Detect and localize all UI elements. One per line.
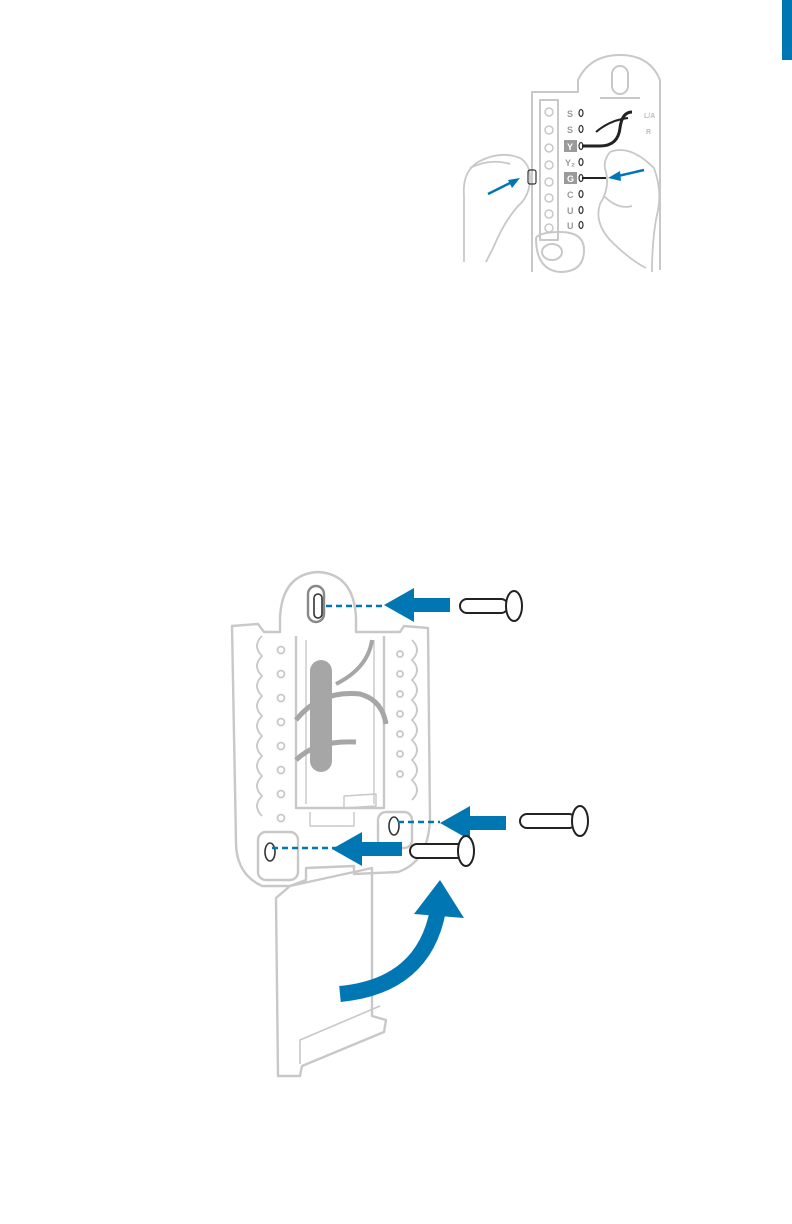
screw-icon	[520, 806, 588, 836]
terminal-label: S	[567, 109, 573, 119]
terminal-label: U	[567, 206, 574, 216]
wire	[582, 112, 632, 146]
hinged-cover	[276, 868, 386, 1076]
terminal-label: S	[567, 125, 573, 135]
arrow-left-icon	[440, 806, 506, 840]
wire-bundle	[296, 640, 386, 772]
terminal-screw-column	[545, 108, 553, 232]
terminal-label: C	[567, 190, 574, 200]
wiring-illustration: S S Y Y₂ G C U U L/A R	[0, 0, 792, 290]
terminal-label-right: R	[646, 129, 651, 136]
terminal-label: Y₂	[565, 158, 575, 168]
screw-icon	[410, 836, 474, 866]
mounting-illustration	[0, 540, 792, 1100]
right-hand	[598, 150, 659, 272]
arrow-left-icon	[384, 588, 450, 622]
terminal-label-right: L/A	[644, 113, 655, 120]
terminal-screw-column	[257, 636, 285, 822]
terminal-label: G	[567, 174, 574, 184]
arrow-left-icon	[332, 832, 402, 866]
arrow-right-icon	[488, 178, 520, 194]
terminal-label: U	[567, 221, 574, 231]
left-hand	[464, 155, 536, 262]
screw-icon	[460, 591, 522, 621]
terminal-label: Y	[567, 142, 573, 152]
curved-arrow-up-icon	[340, 880, 464, 994]
arrow-left-icon	[608, 170, 644, 181]
